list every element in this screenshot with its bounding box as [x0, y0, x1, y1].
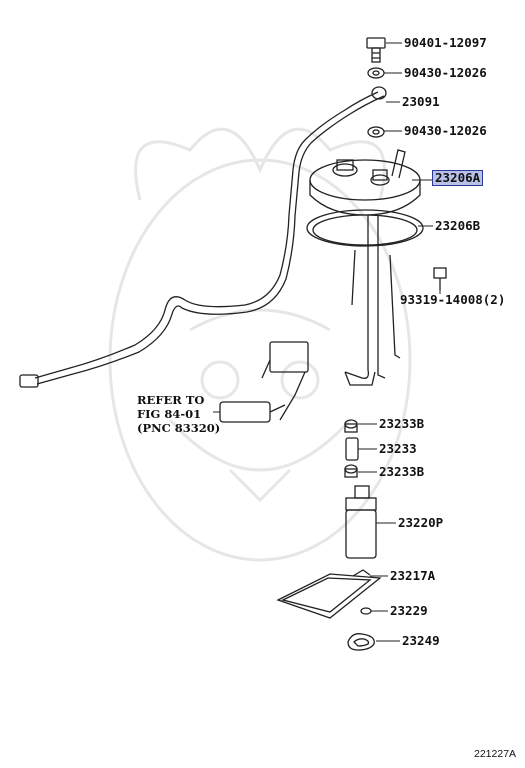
fuel-pump-bracket-part — [306, 209, 424, 386]
label-hose-clamp-top[interactable]: 23233B — [379, 416, 425, 431]
gasket-part-top — [367, 67, 385, 79]
gasket-part-mid — [367, 126, 385, 138]
figure-id: 221227A — [474, 748, 517, 760]
label-hose[interactable]: 23233 — [379, 441, 417, 456]
label-fuel-pump-assy[interactable]: 23206A — [432, 170, 484, 186]
leader-lines — [213, 42, 441, 642]
fuel-tube-part — [19, 86, 387, 388]
label-bolt[interactable]: 90401-12097 — [404, 35, 487, 50]
label-gasket-top[interactable]: 90430-12026 — [404, 65, 487, 80]
fuel-filter-part — [276, 569, 382, 619]
reference-note-line2[interactable]: FIG 84-01 — [137, 407, 202, 421]
samurai-watermark — [108, 127, 412, 562]
hose-clamp-part-top — [344, 419, 358, 433]
hose-part — [345, 437, 359, 461]
label-plug[interactable]: 93319-14008(2) — [400, 292, 506, 307]
bolt-part — [366, 37, 386, 63]
label-clip[interactable]: 23229 — [390, 603, 428, 618]
hose-clamp-part-bottom — [344, 464, 358, 478]
label-tube[interactable]: 23091 — [402, 94, 440, 109]
plug-part — [433, 267, 447, 290]
cushion-part — [347, 633, 375, 651]
wire-harness-part — [219, 341, 309, 423]
label-cushion[interactable]: 23249 — [402, 633, 440, 648]
reference-note-line3: (PNC 83320) — [137, 421, 221, 435]
label-fuel-pump-bracket[interactable]: 23206B — [435, 218, 481, 233]
clip-part — [360, 607, 372, 615]
reference-note-line1: REFER TO — [137, 393, 205, 407]
label-fuel-pump[interactable]: 23220P — [398, 515, 444, 530]
label-filter[interactable]: 23217A — [390, 568, 436, 583]
fuel-pump-part — [345, 485, 377, 559]
label-gasket-mid[interactable]: 90430-12026 — [404, 123, 487, 138]
label-hose-clamp-bottom[interactable]: 23233B — [379, 464, 425, 479]
